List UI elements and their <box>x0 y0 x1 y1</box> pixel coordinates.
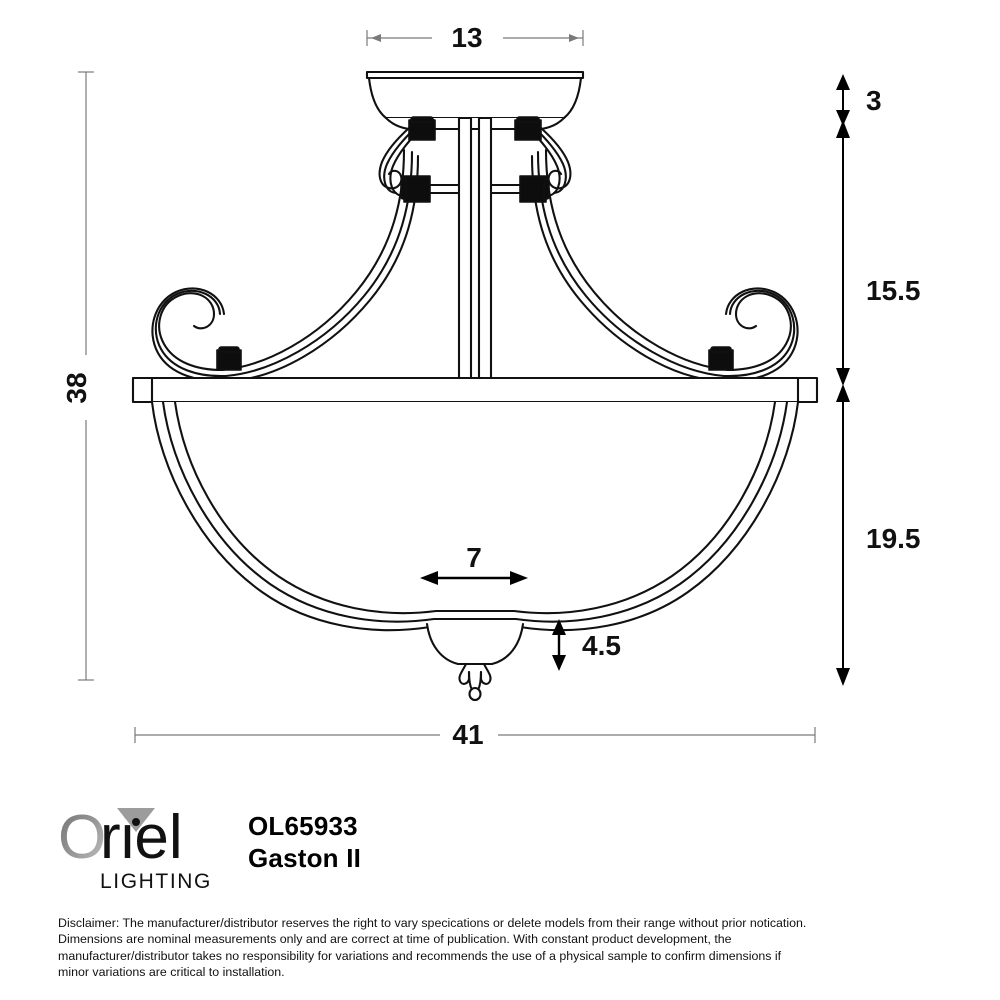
logo-letter-o: O <box>58 806 106 872</box>
dimension-label-15-5: 15.5 <box>866 275 921 306</box>
dimension-width-canopy: 13 <box>366 22 584 53</box>
canopy <box>365 70 585 131</box>
clamp-scroll-right <box>708 346 734 371</box>
main-arm-left <box>220 148 420 383</box>
disclaimer-line-2: Dimensions are nominal measurements only… <box>58 932 732 947</box>
outer-scroll-left <box>151 287 232 383</box>
product-code: OL65933 <box>248 811 358 841</box>
oriel-logo: O riel LIGHTING <box>58 806 212 893</box>
dimension-height-arms: 15.5 <box>836 120 921 386</box>
dimension-height-total: 38 <box>61 71 94 681</box>
product-info: OL65933 Gaston II <box>248 810 361 874</box>
dimension-height-canopy: 3 <box>836 74 882 126</box>
lampshade-icon <box>117 808 155 832</box>
clamp-mid-right <box>519 175 550 203</box>
clamp-mid-left <box>400 175 431 203</box>
clamp-top-left <box>408 116 436 141</box>
main-arm-right <box>530 148 730 383</box>
dimension-label-13: 13 <box>451 22 482 53</box>
clamp-top-right <box>514 116 542 141</box>
disclaimer-line-1: Disclaimer: The manufacturer/distributor… <box>58 916 807 930</box>
outer-scroll-right <box>718 287 799 383</box>
dimension-width-finial: 7 <box>420 542 528 585</box>
glass-bowl <box>150 400 800 632</box>
dimension-width-total: 41 <box>134 719 816 750</box>
dimension-label-38: 38 <box>61 372 92 403</box>
dimension-label-3: 3 <box>866 85 882 116</box>
dimension-label-4-5: 4.5 <box>582 630 621 661</box>
bowl-finial <box>425 622 525 702</box>
product-name: Gaston II <box>248 843 362 873</box>
disclaimer-line-3: manufacturer/distributor takes no respon… <box>58 948 782 963</box>
dimension-height-bowl: 19.5 <box>836 384 921 686</box>
dimension-height-finial: 4.5 <box>552 619 621 671</box>
dimension-label-7: 7 <box>466 542 482 573</box>
dimension-label-41: 41 <box>452 719 483 750</box>
disclaimer-text: Disclaimer: The manufacturer/distributor… <box>58 915 948 981</box>
disclaimer-line-4: minor variations are critical to install… <box>58 965 285 980</box>
hardware-clamps <box>216 116 734 371</box>
bowl-rim-bar <box>131 376 819 404</box>
logo-tagline: LIGHTING <box>100 870 212 893</box>
clamp-scroll-left <box>216 346 242 371</box>
center-stem <box>418 116 532 388</box>
brand-block: O riel LIGHTING OL65933 Gaston II <box>58 806 478 902</box>
dimension-label-19-5: 19.5 <box>866 523 921 554</box>
